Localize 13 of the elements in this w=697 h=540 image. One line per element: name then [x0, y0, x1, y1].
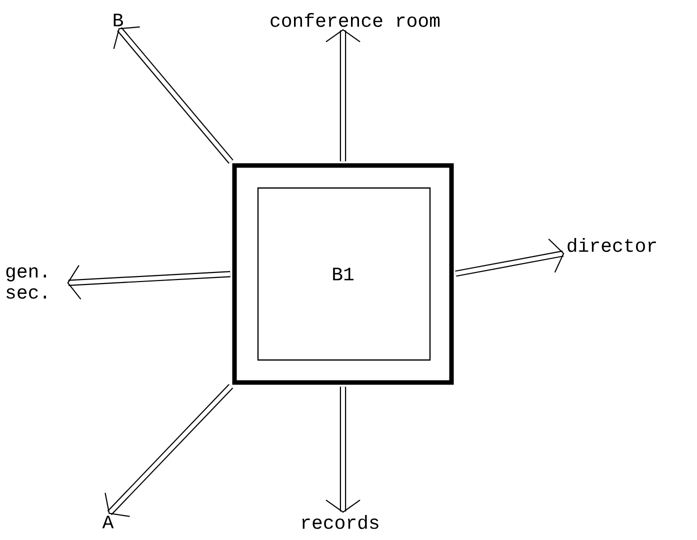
hollow-arrow	[104, 384, 234, 517]
room-label: A	[102, 516, 114, 528]
hollow-arrow	[326, 29, 360, 162]
room-label: conference room	[270, 13, 440, 27]
hollow-arrow	[113, 26, 234, 164]
room-box: B1	[232, 163, 454, 385]
room-label: director	[568, 238, 656, 252]
room-label: records	[302, 514, 378, 529]
room-label: gen. sec.	[6, 267, 46, 299]
hollow-arrow	[326, 386, 360, 513]
room-label: B	[114, 14, 123, 26]
hollow-arrow	[455, 238, 564, 277]
hollow-arrow	[67, 264, 230, 300]
